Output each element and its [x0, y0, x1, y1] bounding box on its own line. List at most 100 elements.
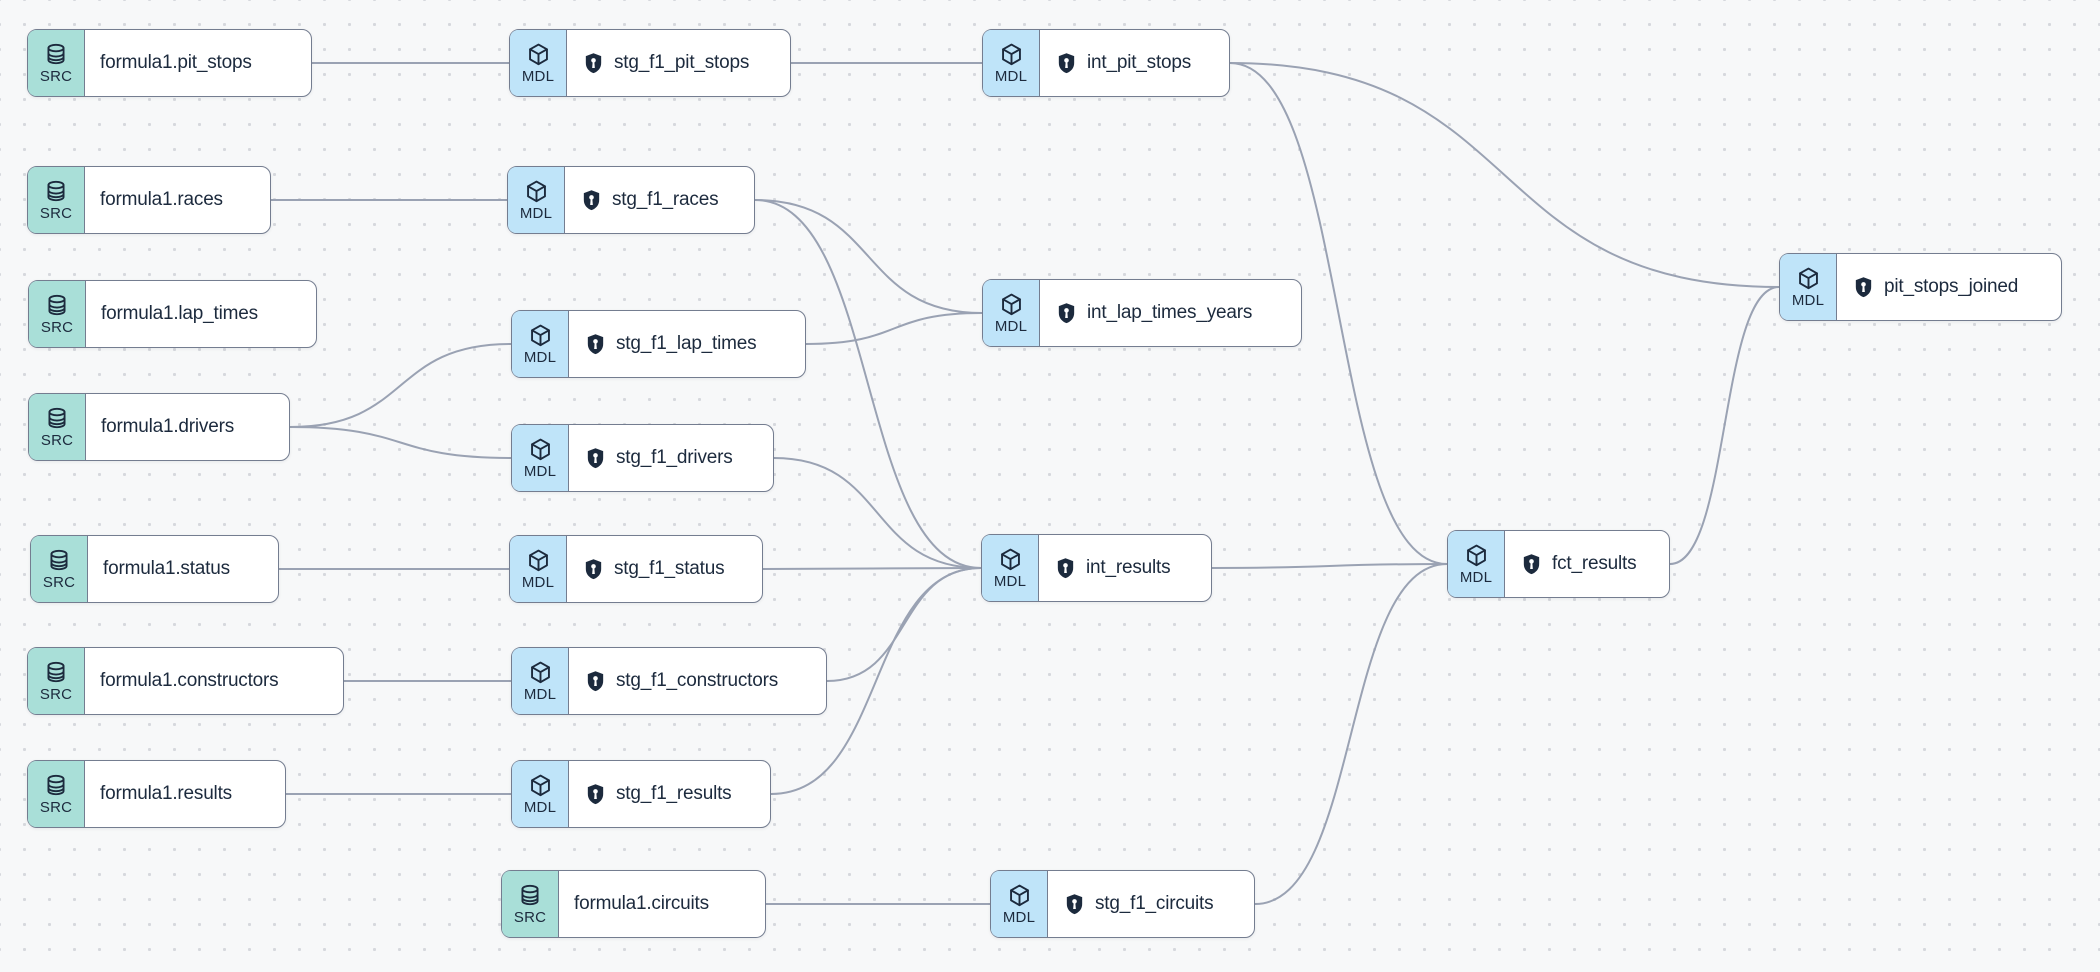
cube-icon [530, 774, 550, 797]
shield-lock-icon [1057, 558, 1074, 579]
node-kind-label: SRC [39, 685, 73, 703]
node-body: stg_f1_results [569, 761, 752, 827]
graph-node-source[interactable]: SRC formula1.lap_times [28, 280, 317, 348]
graph-node-source[interactable]: SRC formula1.status [30, 535, 279, 603]
graph-node-source[interactable]: SRC formula1.circuits [501, 870, 766, 938]
lineage-edge [1211, 563, 1448, 569]
graph-node-source[interactable]: SRC formula1.constructors [27, 647, 344, 715]
node-kind-label: SRC [42, 573, 76, 591]
node-body: formula1.races [85, 167, 243, 233]
graph-node-source[interactable]: SRC formula1.races [27, 166, 271, 234]
source-kind-cell: SRC [31, 536, 88, 602]
node-kind-label: SRC [513, 908, 547, 926]
graph-node-model[interactable]: MDL stg_f1_pit_stops [509, 29, 791, 97]
cube-icon [530, 324, 550, 347]
node-kind-label: MDL [519, 205, 553, 223]
node-kind-label: MDL [523, 799, 557, 817]
source-kind-cell: SRC [29, 394, 86, 460]
cube-icon [1001, 43, 1021, 66]
model-kind-cell: MDL [1448, 531, 1505, 597]
graph-node-model[interactable]: MDL stg_f1_results [511, 760, 771, 828]
shield-lock-icon [587, 784, 604, 805]
node-label: formula1.results [100, 783, 232, 804]
node-body: formula1.drivers [86, 394, 254, 460]
graph-node-model[interactable]: MDL stg_f1_circuits [990, 870, 1255, 938]
node-label: stg_f1_constructors [616, 670, 779, 691]
model-kind-cell: MDL [512, 648, 569, 714]
node-kind-label: SRC [39, 798, 73, 816]
cube-icon [530, 438, 550, 461]
graph-node-model[interactable]: MDL pit_stops_joined [1779, 253, 2062, 321]
node-body: pit_stops_joined [1837, 254, 2038, 320]
graph-node-model[interactable]: MDL int_results [981, 534, 1212, 602]
node-body: int_pit_stops [1040, 30, 1211, 96]
node-kind-label: SRC [40, 318, 74, 336]
shield-lock-icon [1855, 277, 1872, 298]
node-body: int_results [1039, 535, 1190, 601]
node-kind-label: SRC [39, 204, 73, 222]
node-label: formula1.constructors [100, 670, 279, 691]
graph-node-model[interactable]: MDL stg_f1_drivers [511, 424, 774, 492]
node-body: formula1.constructors [85, 648, 298, 714]
node-label: formula1.status [103, 558, 230, 579]
shield-lock-icon [585, 559, 602, 580]
node-label: fct_results [1552, 553, 1637, 574]
shield-lock-icon [1523, 554, 1540, 575]
node-kind-label: MDL [523, 686, 557, 704]
graph-node-model[interactable]: MDL stg_f1_lap_times [511, 310, 806, 378]
node-kind-label: MDL [1791, 292, 1825, 310]
cube-icon [530, 661, 550, 684]
node-kind-label: MDL [1002, 909, 1036, 927]
node-label: formula1.lap_times [101, 303, 258, 324]
database-icon [48, 407, 66, 428]
node-body: stg_f1_drivers [569, 425, 753, 491]
model-kind-cell: MDL [983, 280, 1040, 346]
graph-node-source[interactable]: SRC formula1.pit_stops [27, 29, 312, 97]
node-label: formula1.circuits [574, 893, 709, 914]
database-icon [47, 180, 65, 201]
graph-node-model[interactable]: MDL int_lap_times_years [982, 279, 1302, 347]
graph-node-source[interactable]: SRC formula1.drivers [28, 393, 290, 461]
graph-node-model[interactable]: MDL int_pit_stops [982, 29, 1230, 97]
graph-node-model[interactable]: MDL fct_results [1447, 530, 1670, 598]
cube-icon [528, 549, 548, 572]
lineage-edge [1669, 286, 1780, 565]
node-kind-label: MDL [523, 349, 557, 367]
model-kind-cell: MDL [510, 536, 567, 602]
node-body: stg_f1_status [567, 536, 744, 602]
model-kind-cell: MDL [1780, 254, 1837, 320]
shield-lock-icon [1066, 894, 1083, 915]
model-kind-cell: MDL [991, 871, 1048, 937]
lineage-edge [289, 343, 512, 428]
node-body: stg_f1_lap_times [569, 311, 776, 377]
node-label: stg_f1_races [612, 189, 719, 210]
database-icon [47, 661, 65, 682]
node-kind-label: SRC [40, 431, 74, 449]
shield-lock-icon [1058, 53, 1075, 74]
node-body: fct_results [1505, 531, 1656, 597]
model-kind-cell: MDL [512, 311, 569, 377]
graph-node-model[interactable]: MDL stg_f1_races [507, 166, 755, 234]
source-kind-cell: SRC [28, 167, 85, 233]
source-kind-cell: SRC [502, 871, 559, 937]
lineage-edge [762, 567, 982, 570]
source-kind-cell: SRC [29, 281, 86, 347]
model-kind-cell: MDL [512, 761, 569, 827]
graph-node-source[interactable]: SRC formula1.results [27, 760, 286, 828]
node-body: formula1.status [88, 536, 250, 602]
source-kind-cell: SRC [28, 761, 85, 827]
graph-node-model[interactable]: MDL stg_f1_constructors [511, 647, 827, 715]
model-kind-cell: MDL [983, 30, 1040, 96]
node-label: stg_f1_status [614, 558, 725, 579]
graph-node-model[interactable]: MDL stg_f1_status [509, 535, 763, 603]
shield-lock-icon [587, 448, 604, 469]
node-body: stg_f1_constructors [569, 648, 798, 714]
source-kind-cell: SRC [28, 648, 85, 714]
node-kind-label: MDL [993, 573, 1027, 591]
node-label: formula1.drivers [101, 416, 235, 437]
model-kind-cell: MDL [510, 30, 567, 96]
node-kind-label: MDL [1459, 569, 1493, 587]
node-label: stg_f1_results [616, 783, 732, 804]
database-icon [47, 774, 65, 795]
